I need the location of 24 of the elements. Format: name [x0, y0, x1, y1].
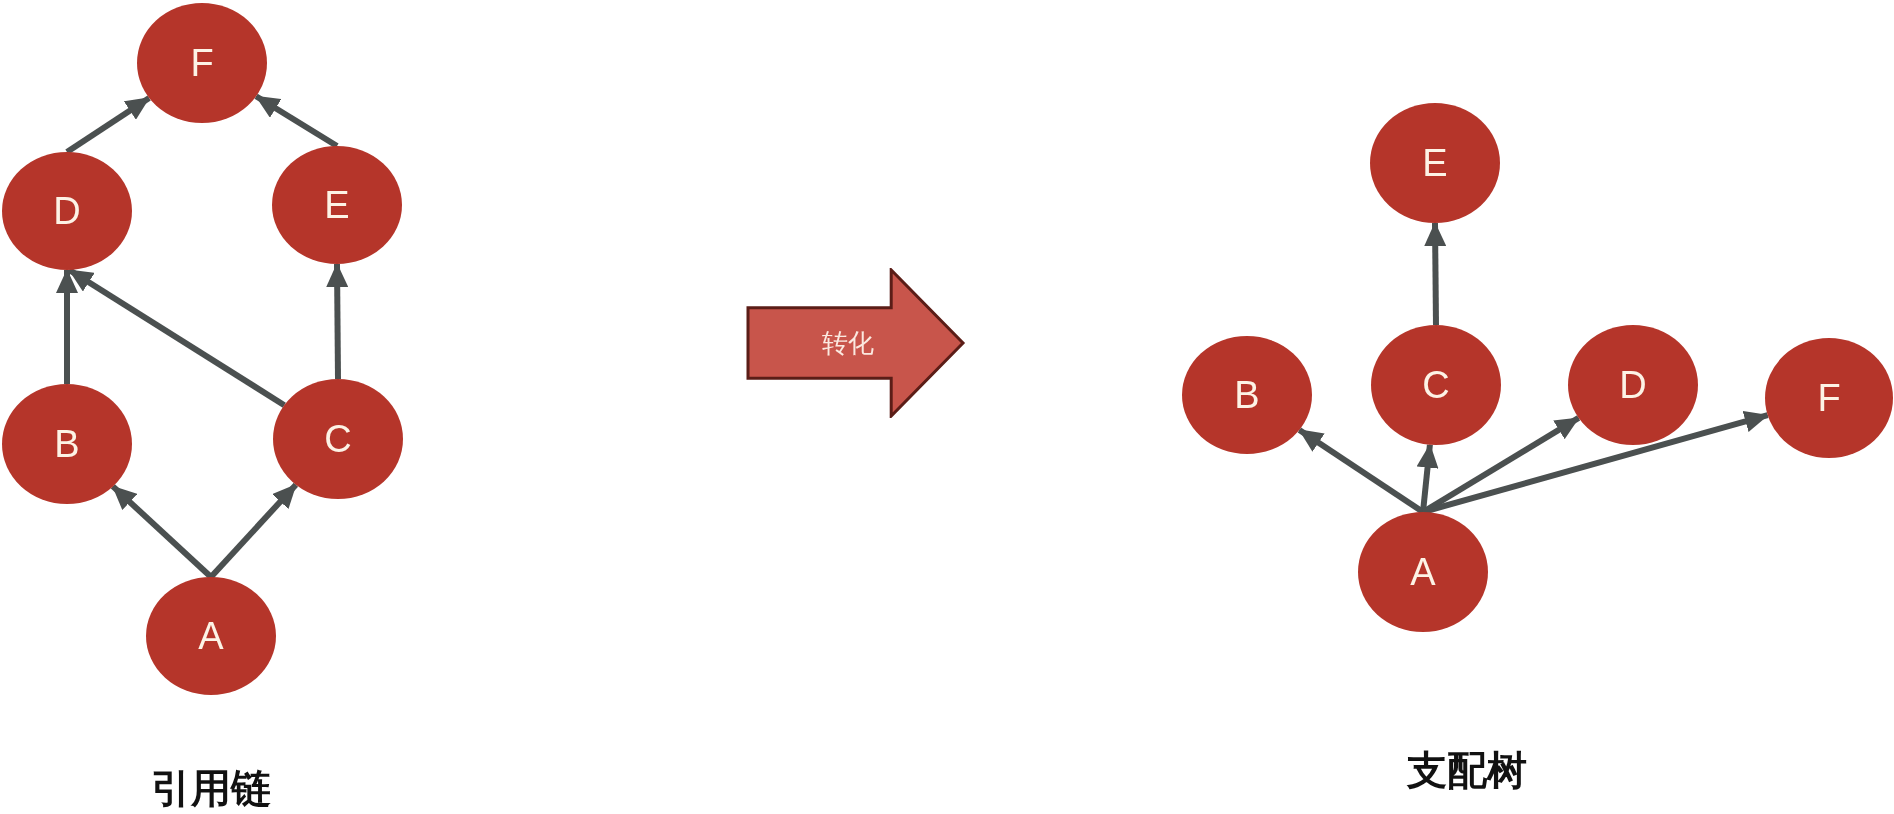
node-letter: E: [324, 186, 350, 224]
node-letter: C: [1422, 366, 1450, 404]
arrow: [65, 95, 151, 155]
arrow: [56, 269, 78, 384]
node-letter: D: [53, 192, 81, 230]
arrow: [326, 263, 349, 380]
node-letter: D: [1619, 366, 1647, 404]
node-letter: A: [198, 617, 224, 655]
node-letter: B: [1234, 376, 1260, 414]
graph-caption: 支配树: [1407, 750, 1527, 790]
arrow: [254, 93, 339, 149]
arrow-label: 转化: [822, 330, 875, 356]
node-letter: F: [190, 44, 214, 82]
block-arrow: [746, 268, 966, 418]
node-letter: A: [1410, 553, 1436, 591]
node-letter: E: [1422, 144, 1448, 182]
node-letter: F: [1817, 379, 1841, 417]
arrow: [1424, 222, 1447, 326]
node-letter: C: [324, 420, 352, 458]
arrow: [67, 267, 286, 408]
arrow: [110, 484, 214, 580]
node-letter: B: [54, 425, 80, 463]
arrow: [208, 482, 299, 580]
graph-caption: 引用链: [151, 768, 271, 808]
